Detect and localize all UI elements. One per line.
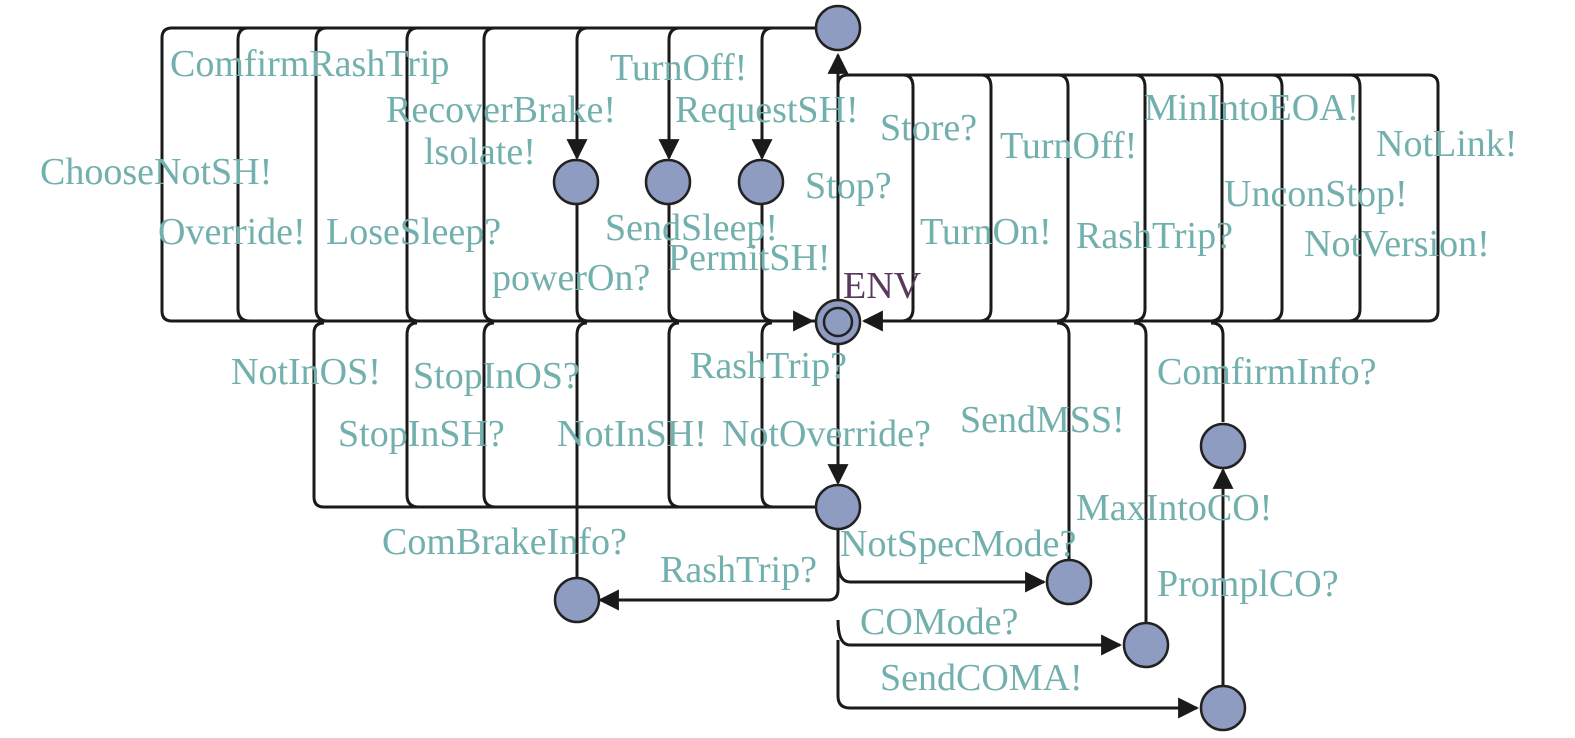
state-node[interactable]	[814, 483, 862, 531]
loop-edge	[405, 26, 420, 323]
edge-label: SendMSS!	[960, 399, 1125, 441]
loop-edge	[160, 26, 838, 323]
state-node[interactable]	[1045, 558, 1093, 606]
edge-comode	[836, 619, 1123, 656]
state-node[interactable]	[553, 576, 601, 624]
edge-labels: ENV ComfirmRashTrip ChooseNotSH! Overrid…	[40, 43, 1517, 699]
initial-state-ring	[822, 306, 854, 338]
edge-label: ComfirmRashTrip	[170, 43, 449, 85]
initial-state-env[interactable]	[814, 298, 862, 346]
edge-label: ChooseNotSH!	[40, 151, 272, 193]
edge-rashtrip	[597, 530, 840, 611]
loop-edge	[1269, 73, 1284, 323]
edge-sendmss	[1056, 321, 1071, 560]
states	[552, 4, 1247, 732]
lower-left-loops	[312, 321, 849, 577]
state-node[interactable]	[1122, 621, 1170, 669]
edge-label: lsolate!	[424, 131, 536, 173]
state-node[interactable]	[644, 158, 692, 206]
edge-label: powerOn?	[492, 257, 650, 299]
edge-label: Override!	[158, 211, 306, 253]
loop-edge	[314, 26, 329, 323]
loop-edge	[667, 205, 682, 323]
upper-right-loops	[827, 52, 1440, 332]
edge-label: MaxIntoCO!	[1076, 487, 1272, 529]
state-node[interactable]	[1199, 422, 1247, 470]
edge-label: Stop?	[805, 165, 892, 207]
edge-label: TurnOff!	[610, 47, 747, 89]
edge-label: RequestSH!	[675, 89, 859, 131]
upper-left-loops	[160, 26, 838, 332]
edge-label: UnconStop!	[1224, 173, 1408, 215]
edge-to-state-2	[658, 26, 681, 161]
loop-edge	[978, 73, 993, 323]
loop-edge	[1055, 73, 1070, 323]
edge-label: RecoverBrake!	[386, 89, 616, 131]
edge-label: ComBrakeInfo?	[382, 521, 627, 563]
edge-label: NotOverride?	[722, 413, 931, 455]
edge-label: RashTrip?	[690, 345, 847, 387]
loop-edge	[482, 321, 497, 509]
edge-to-state-1	[566, 26, 589, 161]
state-node[interactable]	[552, 158, 600, 206]
state-name-env: ENV	[843, 265, 922, 307]
edge-notspecmode	[836, 559, 1047, 593]
loop-edge	[836, 73, 849, 86]
loop-edge	[760, 205, 775, 323]
edge-label: PromplCO?	[1157, 563, 1339, 605]
loop-edge	[575, 205, 590, 323]
loop-edge	[848, 73, 1440, 323]
edge-sendcoma	[836, 640, 1200, 719]
edge-label: StopInSH?	[338, 413, 505, 455]
edge-to-state-3	[751, 26, 774, 161]
edge-label: NotInSH!	[557, 413, 707, 455]
edge-label: RashTrip?	[660, 549, 817, 591]
edge-comfirminfo	[1210, 321, 1225, 422]
edge-label: MinIntoEOA!	[1144, 87, 1359, 129]
edge-label: SendCOMA!	[880, 657, 1083, 699]
lower-branches	[597, 321, 1234, 719]
loop-edge	[667, 321, 682, 509]
edge-label: SendSleep!	[605, 207, 778, 249]
state-node[interactable]	[737, 158, 785, 206]
loop-edge	[1209, 73, 1224, 323]
edge-label: NotVersion!	[1304, 223, 1490, 265]
edge-label: ComfirmInfo?	[1157, 351, 1377, 393]
edge-label: PermitSH!	[668, 237, 831, 279]
loop-edge	[1347, 73, 1362, 323]
state-node[interactable]	[1199, 684, 1247, 732]
edge-label: StopInOS?	[413, 355, 580, 397]
edge-label: TurnOn!	[920, 211, 1052, 253]
loop-edge	[236, 26, 251, 323]
state-node[interactable]	[814, 4, 862, 52]
edge-label: NotLink!	[1376, 123, 1517, 165]
edge-label: Store?	[880, 107, 977, 149]
loop-edge	[312, 321, 815, 509]
loop-edge	[482, 26, 497, 323]
edge-label: COMode?	[860, 601, 1018, 643]
loop-edge	[900, 73, 915, 323]
edge-label: LoseSleep?	[326, 211, 501, 253]
edge-label: TurnOff!	[1000, 125, 1137, 167]
edge-label: RashTrip?	[1076, 215, 1233, 257]
edge-label: NotSpecMode?	[840, 523, 1076, 565]
edge-label: NotInOS!	[231, 351, 381, 393]
edge-maxintoco	[1133, 321, 1148, 622]
loop-edge	[405, 321, 420, 509]
loop-edge	[760, 321, 775, 509]
loop-edge	[1132, 73, 1147, 323]
edge-to-combrake	[575, 321, 588, 577]
